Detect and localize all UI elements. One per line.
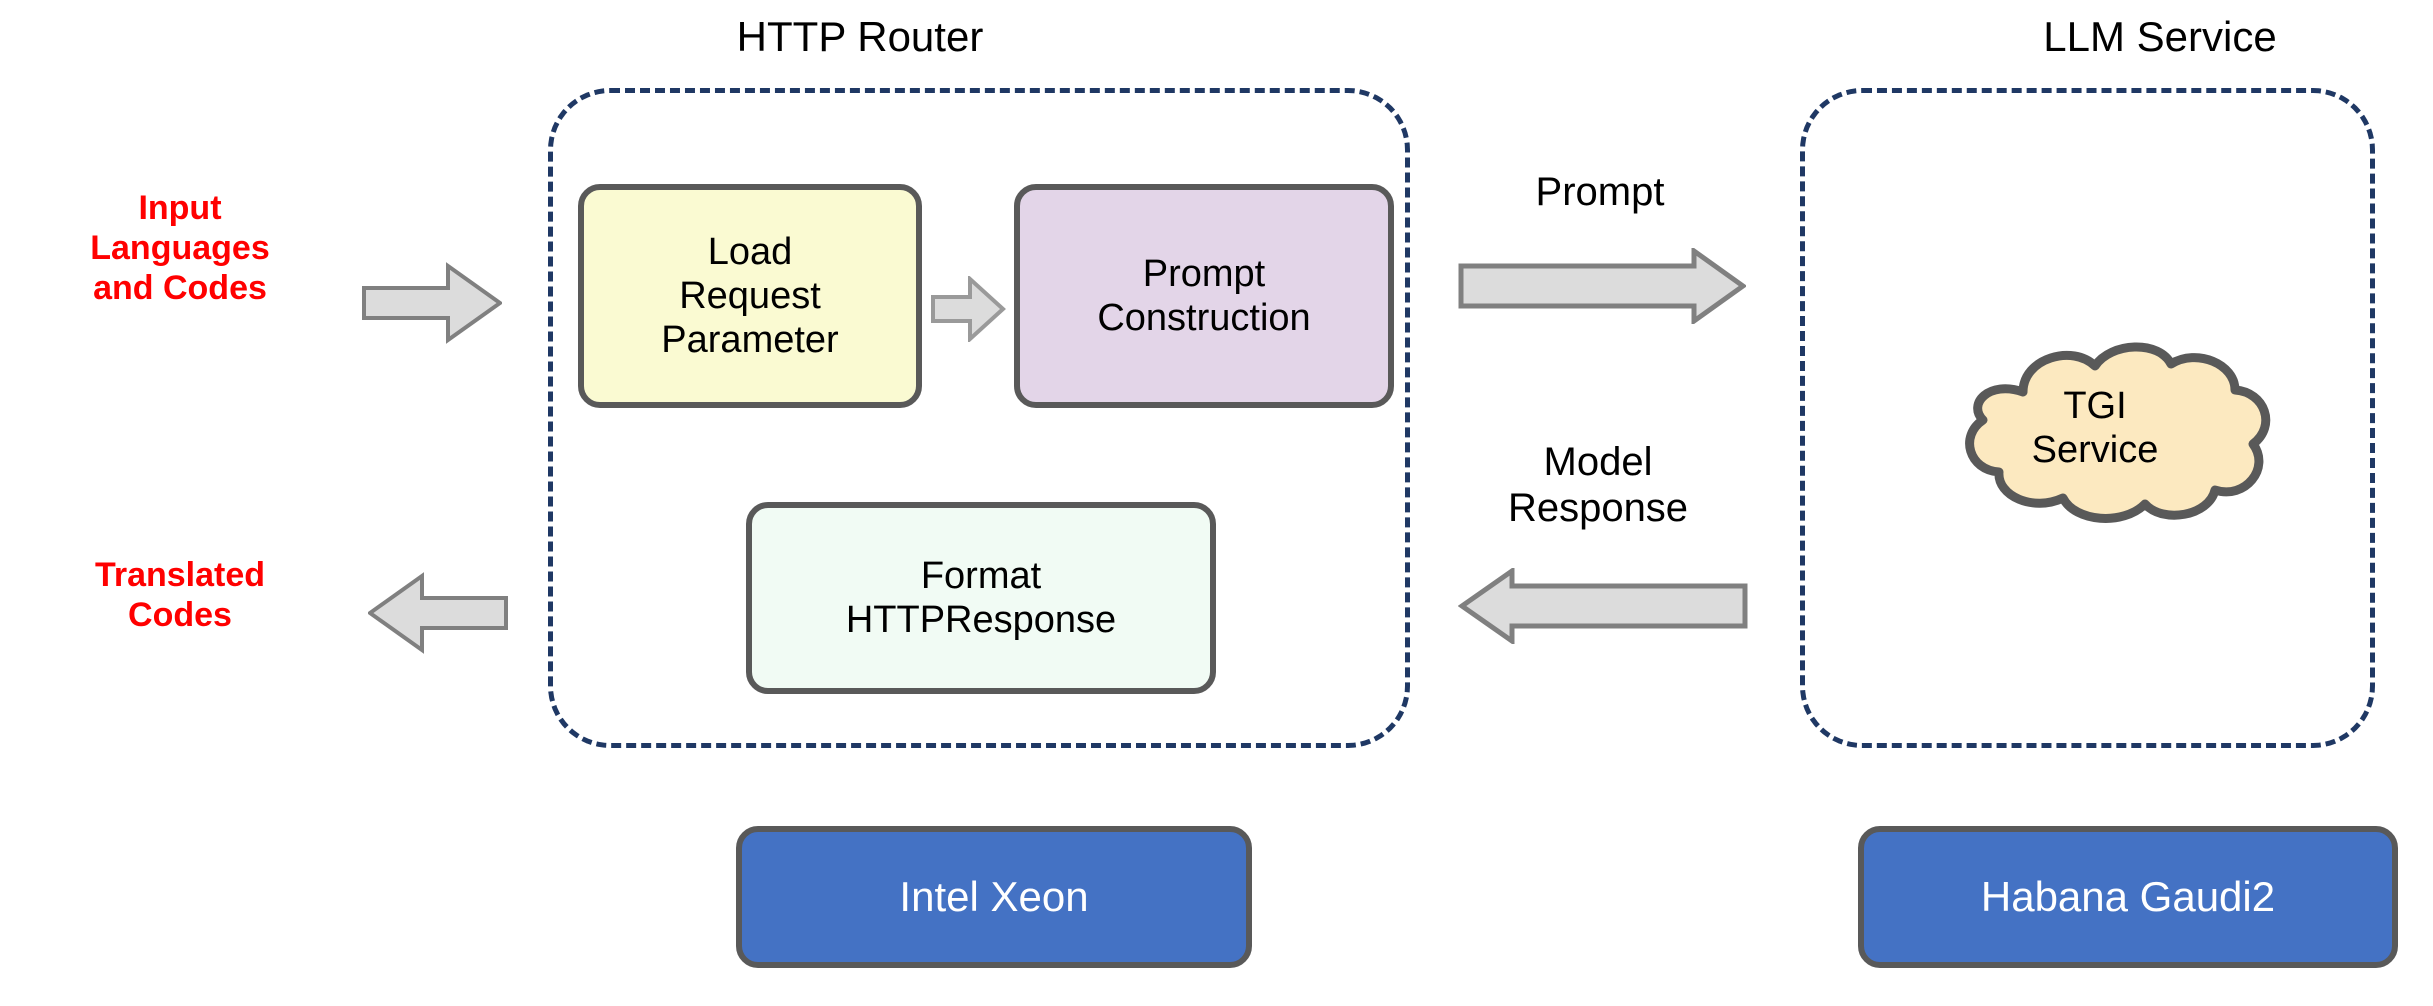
node-load-request-parameter[interactable]: Load Request Parameter [578, 184, 922, 408]
load-to-prompt-arrow [930, 276, 1006, 342]
input-flow-arrow [362, 262, 502, 344]
node-tgi-service[interactable]: TGI Service [1905, 330, 2285, 530]
node-format-httpresponse[interactable]: Format HTTPResponse [746, 502, 1216, 694]
hardware-intel-xeon[interactable]: Intel Xeon [736, 826, 1252, 968]
llm-service-container [1800, 88, 2375, 748]
llm-service-title: LLM Service [2043, 13, 2277, 60]
http-router-container [548, 88, 1410, 748]
model-response-flow-label: Model Response [1507, 440, 1689, 530]
output-label: Translated Codes [94, 556, 266, 635]
model-response-flow-arrow [1458, 568, 1748, 644]
output-flow-arrow [368, 572, 508, 654]
prompt-flow-arrow [1458, 248, 1746, 324]
node-prompt-construction[interactable]: Prompt Construction [1014, 184, 1394, 408]
prompt-flow-label: Prompt [1535, 170, 1665, 214]
hardware-habana-gaudi2[interactable]: Habana Gaudi2 [1858, 826, 2398, 968]
http-router-title: HTTP Router [736, 13, 984, 60]
input-label: Input Languages and Codes [90, 189, 270, 308]
